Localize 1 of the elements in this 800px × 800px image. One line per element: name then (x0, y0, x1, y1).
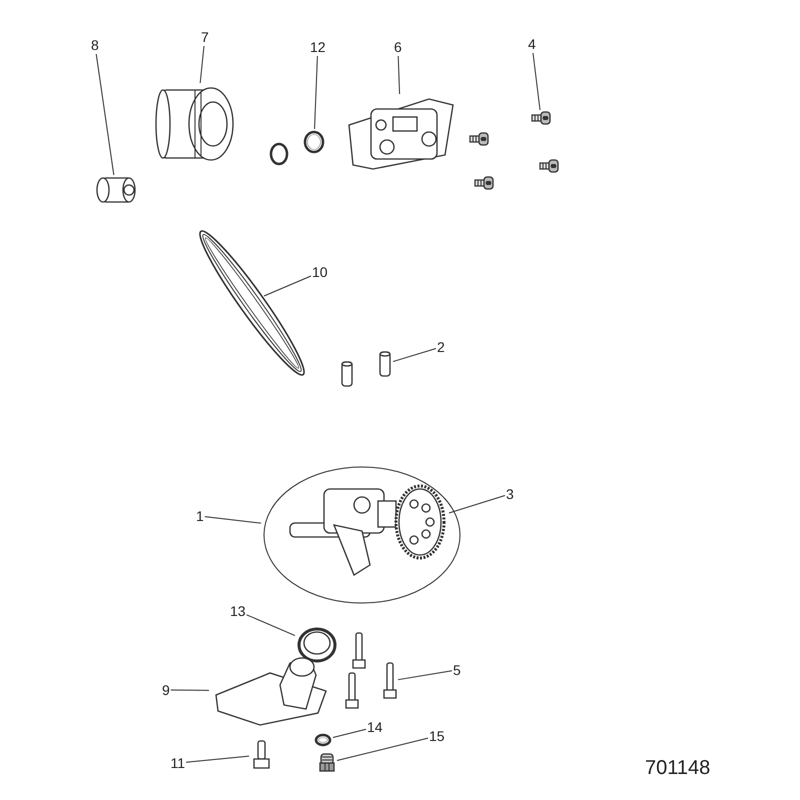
drawing-number: 701148 (645, 757, 710, 780)
